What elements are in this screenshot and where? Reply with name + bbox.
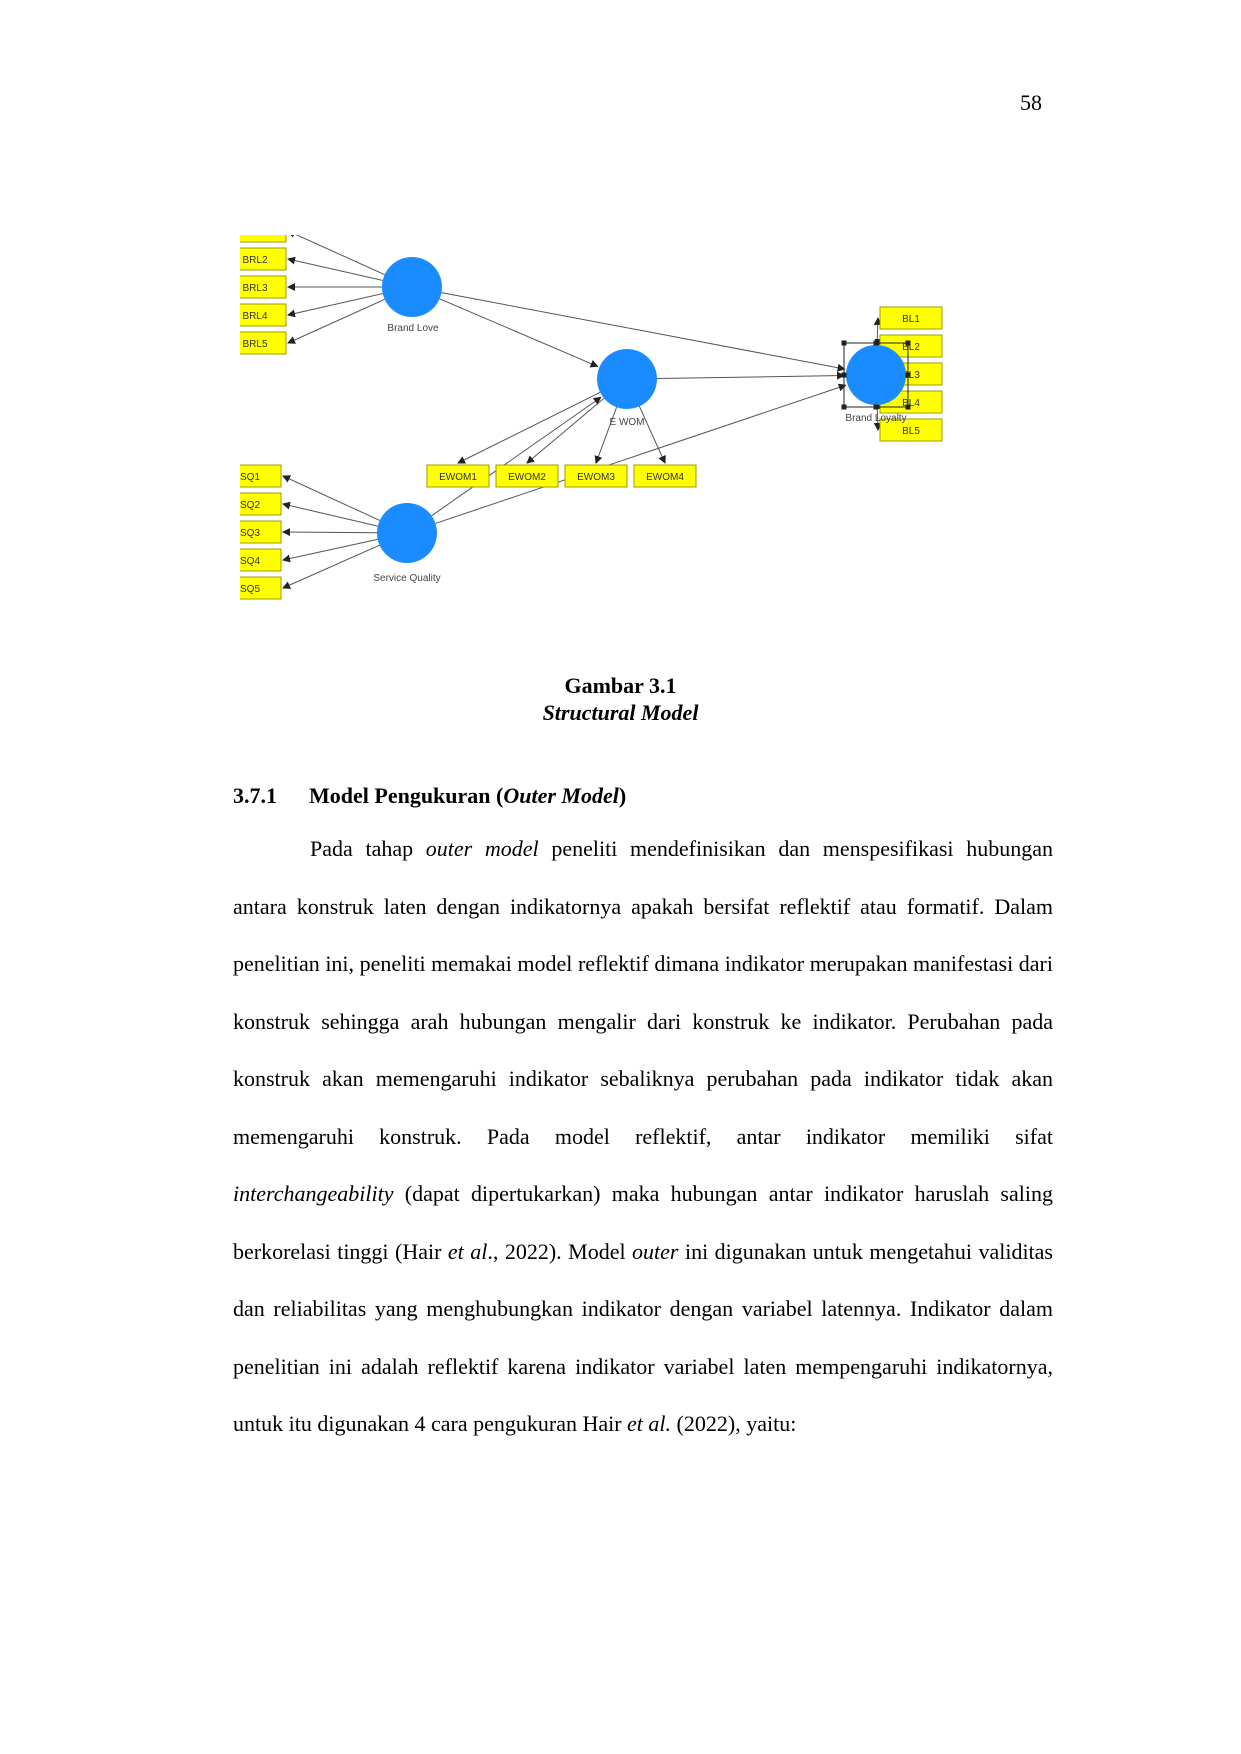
indicator-box <box>240 331 287 355</box>
loading-arrow <box>457 391 601 464</box>
indicator-label: SQ4 <box>240 556 260 567</box>
indicator-label: SQ1 <box>240 472 260 483</box>
section-heading: 3.7.1 Model Pengukuran (Outer Model) <box>233 783 626 809</box>
indicator-box <box>240 520 282 544</box>
section-number: 3.7.1 <box>233 783 277 808</box>
selection-handle <box>905 372 911 378</box>
indicator-label: EWOM3 <box>577 472 615 483</box>
paragraph-text: Pada tahap <box>310 836 426 861</box>
selection-handle <box>873 340 879 346</box>
paragraph-text: peneliti mendefinisikan dan menspesifika… <box>233 836 1053 1149</box>
loading-arrow <box>287 298 385 344</box>
indicator-label: BRL5 <box>242 339 267 350</box>
figure-caption-label: Gambar 3.1 <box>564 673 677 698</box>
section-title-italic: Outer Model <box>503 783 619 808</box>
loading-arrow <box>287 256 383 281</box>
loading-arrow <box>526 397 605 464</box>
section-title-suffix: ) <box>618 783 627 808</box>
path-arrow <box>435 383 847 524</box>
indicator-box <box>495 464 559 488</box>
indicator-label: EWOM2 <box>508 472 546 483</box>
indicator-label: SQ5 <box>240 584 260 595</box>
indicator-label: SQ2 <box>240 500 260 511</box>
indicator-label: BRL3 <box>242 283 267 294</box>
loading-arrow <box>287 235 385 276</box>
loading-arrow <box>282 528 378 537</box>
indicator-box <box>240 247 287 271</box>
indicator-label: BL2 <box>902 342 920 353</box>
figure-caption-title: Structural Model <box>542 700 699 725</box>
section-title-prefix: Model Pengukuran ( <box>309 783 504 808</box>
indicator-box <box>240 303 287 327</box>
paragraph-italic: et al. <box>627 1411 672 1436</box>
selection-handle <box>841 340 847 346</box>
indicator-box <box>633 464 697 488</box>
indicator-label: BRL4 <box>242 311 267 322</box>
indicator-box <box>879 306 943 330</box>
indicator-box <box>240 275 287 299</box>
paragraph-text: ., 2022). Model <box>487 1238 633 1264</box>
indicator-box <box>240 548 282 572</box>
latent-label: Brand Love <box>387 323 439 334</box>
loading-arrow <box>282 538 378 563</box>
indicator-label: SQ3 <box>240 528 260 539</box>
loading-arrow <box>282 501 378 527</box>
indicator-box <box>564 464 628 488</box>
latent-label: Brand Loyalty <box>845 413 906 424</box>
path-arrow <box>439 298 599 368</box>
indicator-box <box>240 492 282 516</box>
loading-arrow <box>594 406 618 464</box>
indicator-box <box>240 235 287 243</box>
structural-model-figure: BRL1BRL2BRL3BRL4BRL5 BL1BL2BL3BL4BL5SQ1SQ… <box>240 235 1060 675</box>
paragraph-text: (dapat dipertukarkan) maka hubungan anta… <box>233 1181 1053 1264</box>
body-paragraph: Pada tahap outer model peneliti mendefin… <box>233 820 1053 1453</box>
indicator-label: BL1 <box>902 314 920 325</box>
paragraph-italic: outer model <box>425 836 539 861</box>
paragraph-italic: et al <box>447 1238 488 1264</box>
page-number: 58 <box>1020 90 1042 115</box>
paragraph-text: ini digunakan untuk mengetahui validitas… <box>233 1238 1053 1437</box>
latent-construct <box>597 349 657 409</box>
loading-arrow <box>638 406 666 464</box>
indicator-label: EWOM4 <box>646 472 684 483</box>
selection-handle <box>905 340 911 346</box>
indicator-label: BL4 <box>902 398 920 409</box>
indicator-label: BRL1 <box>242 235 267 238</box>
indicator-box <box>240 464 282 488</box>
selection-handle <box>841 404 847 410</box>
indicator-box <box>240 576 282 600</box>
indicator-label: BL5 <box>902 426 920 437</box>
selection-handle <box>873 404 879 410</box>
latent-construct <box>846 345 906 405</box>
latent-construct <box>382 257 442 317</box>
loading-arrow <box>287 293 383 318</box>
indicator-box <box>426 464 490 488</box>
indicator-label: EWOM1 <box>439 472 477 483</box>
paragraph-italic: outer <box>632 1238 679 1264</box>
structural-model-diagram: BRL1BRL2BRL3BRL4BRL5 BL1BL2BL3BL4BL5SQ1SQ… <box>240 235 943 600</box>
selection-handle <box>905 404 911 410</box>
paragraph-italic: interchangeability <box>233 1181 394 1206</box>
path-arrow <box>441 292 846 372</box>
loading-arrow <box>282 544 380 589</box>
latent-construct <box>377 503 437 563</box>
indicator-box <box>879 418 943 442</box>
indicator-label: BRL2 <box>242 255 267 266</box>
latent-label: Service Quality <box>373 573 440 584</box>
path-arrow <box>431 396 602 517</box>
latent-label: E WOM <box>610 417 645 428</box>
selection-handle <box>841 372 847 378</box>
indicator-label: BL3 <box>902 370 920 381</box>
loading-arrow <box>282 475 380 521</box>
path-arrow <box>656 371 846 380</box>
paragraph-text: (2022), yaitu: <box>671 1411 797 1436</box>
